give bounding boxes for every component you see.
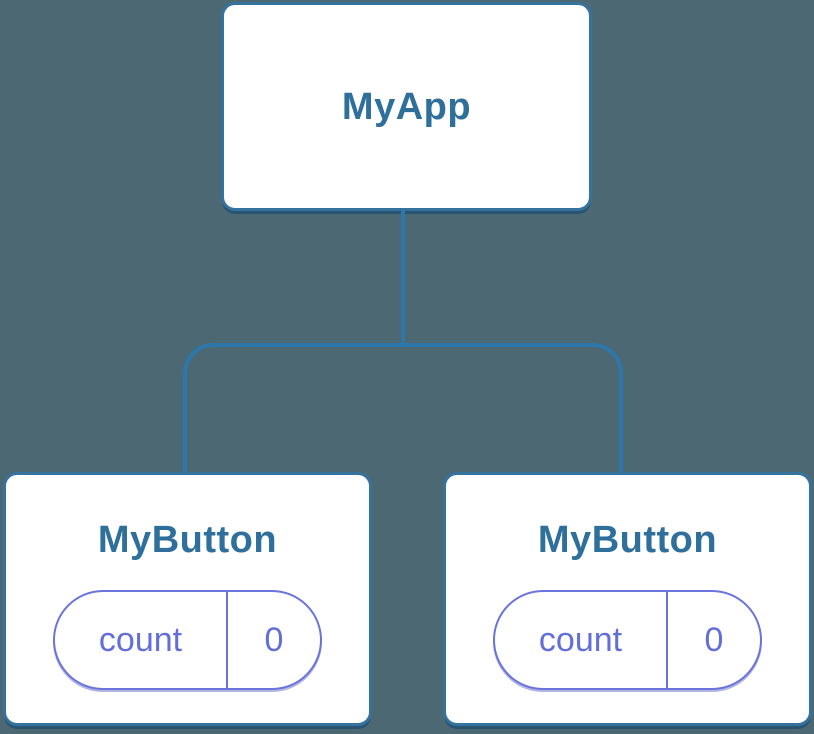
tree-connector-stem	[401, 210, 405, 345]
state-pill-left: count 0	[53, 590, 322, 690]
state-value-left: 0	[264, 620, 284, 659]
node-title-mybutton-left: MyButton	[97, 519, 278, 561]
component-node-myapp: MyApp	[221, 2, 592, 211]
component-node-mybutton-right: MyButton count 0	[443, 472, 812, 726]
state-key-right: count	[495, 592, 668, 688]
node-title-mybutton-right: MyButton	[537, 519, 718, 561]
component-node-mybutton-left: MyButton count 0	[3, 472, 372, 726]
state-key-left: count	[55, 592, 228, 688]
tree-connector-bracket	[183, 343, 623, 472]
state-pill-right: count 0	[493, 590, 762, 690]
node-title-myapp: MyApp	[341, 85, 472, 128]
state-value-right: 0	[704, 620, 724, 659]
